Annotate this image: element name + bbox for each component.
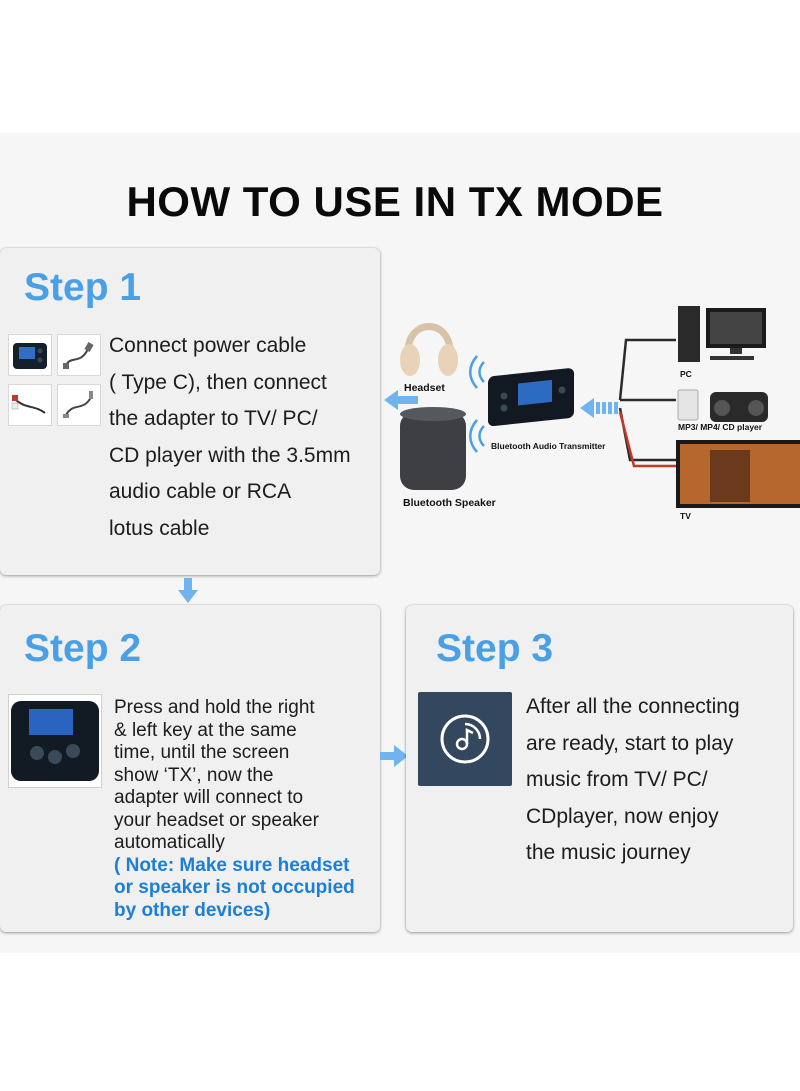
speaker-label: Bluetooth Speaker	[403, 497, 496, 509]
step2-note-line: or speaker is not occupied	[114, 877, 355, 898]
step2-note-line: ( Note: Make sure headset	[114, 854, 350, 876]
pc-label: PC	[680, 369, 692, 379]
music-disc-tile	[418, 692, 512, 786]
step2-line: & left key at the same	[114, 719, 297, 741]
headset-icon	[400, 323, 458, 376]
down-arrow-icon	[178, 578, 198, 603]
input-arrow-icon	[580, 398, 618, 418]
tv-icon	[676, 440, 800, 508]
step3-line: music from TV/ PC/	[526, 768, 708, 791]
cable-lines	[618, 338, 676, 468]
connection-diagram	[384, 306, 800, 508]
step1-line: audio cable or RCA	[109, 480, 292, 503]
step2-line: time, until the screen	[114, 742, 290, 763]
mp3-label: MP3/ MP4/ CD player	[678, 422, 763, 432]
pc-icon	[678, 306, 766, 362]
bluetooth-speaker-icon	[400, 407, 466, 490]
aux-cable-thumbnail	[57, 384, 101, 426]
transmitter-thumbnail	[8, 334, 52, 376]
mp3-cd-player-icon	[677, 389, 768, 422]
step1-line: ( Type C), then connect	[109, 370, 327, 394]
headset-label: Headset	[404, 382, 445, 394]
wireless-signal-icon	[469, 355, 485, 453]
step3-text: After all the connecting are ready, star…	[526, 689, 740, 872]
step1-line: Connect power cable	[109, 334, 307, 357]
step1-line: lotus cable	[109, 516, 210, 540]
usb-c-cable-thumbnail	[57, 334, 101, 376]
step1-text: Connect power cable ( Type C), then conn…	[109, 328, 351, 547]
step1-line: the adapter to TV/ PC/	[109, 407, 318, 430]
transmitter-buttons-thumbnail	[8, 694, 102, 788]
step2-note-line: by other devices)	[114, 899, 271, 921]
step2-line: adapter will connect to	[114, 787, 304, 808]
step3-label: Step 3	[436, 627, 554, 670]
left-arrow-icon	[384, 390, 418, 410]
step3-line: CDplayer, now enjoy	[526, 804, 719, 828]
step2-line: your headset or speaker	[114, 809, 319, 831]
step1-label: Step 1	[24, 266, 142, 309]
step1-line: CD player with the 3.5mm	[109, 443, 351, 467]
step3-line: the music journey	[526, 841, 691, 864]
right-arrow-icon	[380, 745, 408, 767]
step2-line: automatically	[114, 832, 225, 853]
step3-line: are ready, start to play	[526, 731, 734, 755]
step3-line: After all the connecting	[526, 695, 740, 718]
step2-line: show ‘TX’, now the	[114, 764, 274, 786]
page-title: HOW TO USE IN TX MODE	[126, 178, 664, 225]
step2-text: Press and hold the right & left key at t…	[114, 697, 355, 922]
rca-cable-thumbnail	[8, 384, 52, 426]
bluetooth-transmitter-icon	[488, 368, 574, 427]
transmitter-label: Bluetooth Audio Transmitter	[491, 441, 606, 451]
step2-line: Press and hold the right	[114, 697, 315, 718]
music-disc-icon	[440, 714, 490, 764]
step2-label: Step 2	[24, 627, 142, 670]
tv-label: TV	[680, 511, 691, 521]
